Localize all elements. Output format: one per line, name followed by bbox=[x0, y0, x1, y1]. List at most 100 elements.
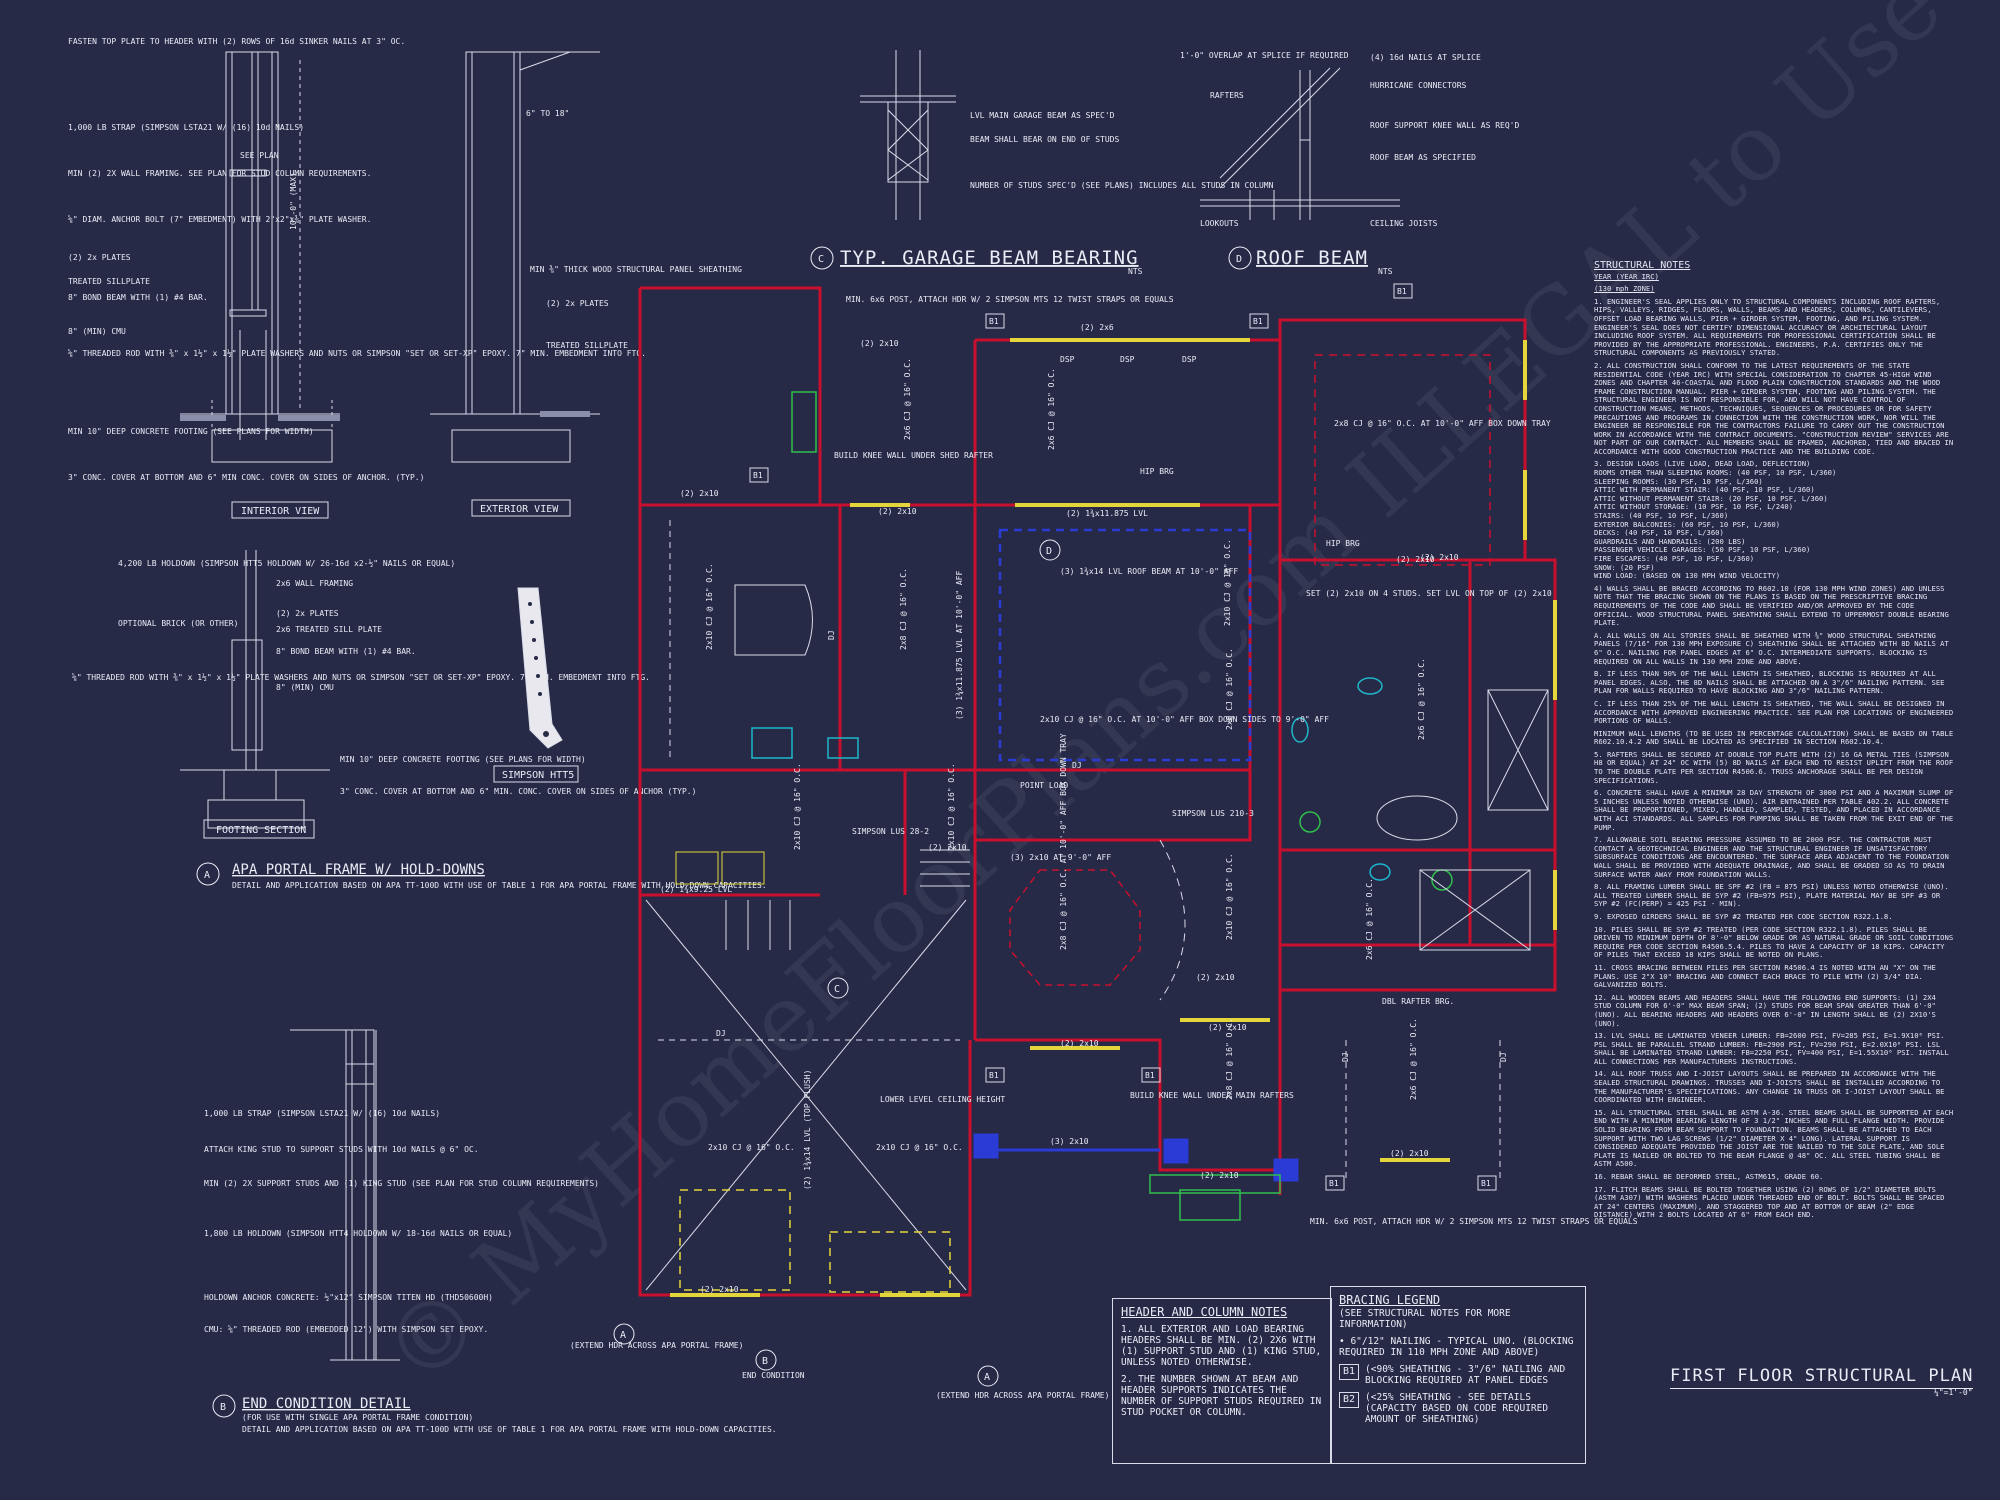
bracing-legend-subtitle: (SEE STRUCTURAL NOTES FOR MORE INFORMATI… bbox=[1339, 1308, 1511, 1330]
ev-note-3: TREATED SILLPLATE bbox=[546, 341, 628, 350]
ec-note-1: ATTACH KING STUD TO SUPPORT STUDS WITH 1… bbox=[204, 1145, 479, 1154]
cj-5: 2x10 CJ @ 16" O.C. bbox=[947, 763, 956, 850]
b1-tag-1 bbox=[985, 313, 1005, 329]
plan-bubble-c bbox=[827, 977, 849, 999]
range bbox=[751, 727, 793, 759]
iv-note-3: ⅝" DIAM. ANCHOR BOLT (7" EMBEDMENT) WITH… bbox=[68, 215, 371, 224]
load-4: ATTIC WITHOUT STORAGE: (10 PSF, 10 PSF, … bbox=[1594, 502, 1794, 512]
iv-note-max-height: 10'-0" (MAX) bbox=[289, 172, 298, 230]
svg-text:B1: B1 bbox=[989, 1071, 999, 1080]
apa-portal-title: A APA PORTAL FRAME W/ HOLD-DOWNS DETAIL … bbox=[196, 862, 767, 890]
hdr-10: (2) 2x10 bbox=[1200, 1171, 1239, 1180]
iv-note-0: FASTEN TOP PLATE TO HEADER WITH (2) ROWS… bbox=[68, 37, 405, 46]
sn-item-2: 3. DESIGN LOADS (LIVE LOAD, DEAD LOAD, D… bbox=[1594, 459, 1811, 469]
footing-block bbox=[207, 799, 305, 829]
sn-item2-8: 8. ALL FRAMING LUMBER SHALL BE SPF #2 (F… bbox=[1594, 882, 1949, 909]
octagon-tray bbox=[1009, 869, 1141, 986]
roof-beam-title: ROOF BEAM bbox=[1256, 247, 1368, 269]
cj-1: 2x6 CJ @ 16" O.C. bbox=[1047, 368, 1056, 450]
label-dsp-2: DSP bbox=[1120, 355, 1135, 364]
svg-text:B1: B1 bbox=[989, 317, 999, 326]
end-condition-title: END CONDITION DETAIL bbox=[242, 1396, 411, 1412]
sn-item-0: 1. ENGINEER'S SEAL APPLIES ONLY TO STRUC… bbox=[1594, 296, 1941, 358]
apa-detail-title: APA PORTAL FRAME W/ HOLD-DOWNS bbox=[232, 862, 485, 878]
iv-note-9: MIN 10" DEEP CONCRETE FOOTING (SEE PLANS… bbox=[68, 427, 314, 436]
fs-note-1: 2x6 WALL FRAMING bbox=[276, 579, 353, 588]
simpson-nail-holes bbox=[528, 602, 549, 737]
tray-right bbox=[1314, 354, 1491, 566]
end-condition-letter: B bbox=[220, 1402, 226, 1413]
iv-note-5: TREATED SILLPLATE bbox=[68, 277, 150, 286]
label-knee-wall-main: BUILD KNEE WALL UNDER MAIN RAFTERS bbox=[1130, 1091, 1294, 1100]
simpson-htt5-hardware bbox=[517, 587, 563, 749]
label-box-down-sides: 2x10 CJ @ 16" O.C. AT 10'-0" AFF BOX DOW… bbox=[1040, 715, 1329, 724]
load-7: DECKS: (40 PSF, 10 PSF, L/360) bbox=[1594, 528, 1724, 538]
floor-plan: MIN. 6x6 POST, ATTACH HDR W/ 2 SIMPSON M… bbox=[570, 283, 1638, 1400]
hdr-12: (2) 2x10 bbox=[1196, 973, 1235, 982]
fixture-steps bbox=[1179, 1189, 1241, 1221]
detail-exterior-view bbox=[430, 51, 600, 463]
detail-garage-beam bbox=[860, 50, 956, 220]
plan-detail-bubbles bbox=[613, 539, 1061, 1387]
hdr-9: (2) 2x10 bbox=[700, 1285, 739, 1294]
garage-beam-notes: LVL MAIN GARAGE BEAM AS SPEC'D BEAM SHAL… bbox=[810, 111, 1274, 276]
sn-item2-3: C. IF LESS THAN 25% OF THE WALL LENGTH I… bbox=[1594, 698, 1954, 726]
end-condition-desc-0: (FOR USE WITH SINGLE APA PORTAL FRAME CO… bbox=[242, 1413, 473, 1422]
label-garage-cj: 2x10 CJ @ 16" O.C. bbox=[708, 1143, 795, 1152]
label-dj-4: DJ bbox=[1341, 1052, 1350, 1062]
hdr-7: (2) 2x10 bbox=[1208, 1023, 1247, 1032]
label-dj-2: DJ bbox=[716, 1029, 726, 1038]
walls bbox=[638, 286, 1557, 1297]
cj-11: 2x10 CJ @ 16" O.C. bbox=[1223, 539, 1232, 626]
svg-text:A: A bbox=[984, 1372, 990, 1383]
load-12: WIND LOAD: (BASED ON 130 MPH WIND VELOCI… bbox=[1594, 571, 1781, 581]
sn-item2-13: 13. LVL SHALL BE LAMINATED VENEER LUMBER… bbox=[1594, 1031, 1949, 1066]
sn-item2-10: 10. PILES SHALL BE SYP #2 TREATED (PER C… bbox=[1594, 924, 1954, 960]
lav-3 bbox=[1369, 863, 1391, 881]
plan-bubble-d bbox=[1039, 539, 1061, 561]
interior-footing bbox=[211, 429, 333, 463]
gb-note-2: NUMBER OF STUDS SPEC'D (SEE PLANS) INCLU… bbox=[970, 181, 1274, 190]
sn-item2-5: 5. RAFTERS SHALL BE SECURED AT DOUBLE TO… bbox=[1594, 749, 1954, 785]
structural-notes-subtitle: YEAR (YEAR IRC) bbox=[1594, 271, 1659, 281]
hdr-11: (3) 2x10 bbox=[1050, 1137, 1089, 1146]
tub bbox=[1376, 795, 1458, 841]
plan-bubble-b bbox=[755, 1349, 777, 1371]
cj-7: 2x8 CJ @ 16" O.C. bbox=[1225, 1018, 1234, 1100]
end-condition-desc-1: DETAIL AND APPLICATION BASED ON APA TT-1… bbox=[242, 1425, 777, 1434]
label-dsp-1: DSP bbox=[1060, 355, 1075, 364]
fs-note-6: 8" (MIN) CMU bbox=[276, 683, 334, 692]
iv-note-see-plan: SEE PLAN bbox=[240, 151, 279, 160]
b1-tag-6 bbox=[1141, 1067, 1161, 1083]
label-tray-center: 2x8 CJ @ 16" O.C. AT 10'-0" AFF BOX DOWN… bbox=[1059, 733, 1068, 950]
bracing-legend-typical: • 6"/12" NAILING - TYPICAL UNO. (BLOCKIN… bbox=[1339, 1336, 1574, 1358]
hdr-0: (2) 2x10 bbox=[860, 339, 899, 348]
apa-detail-desc: DETAIL AND APPLICATION BASED ON APA TT-1… bbox=[232, 881, 767, 890]
label-dj-3: DJ bbox=[827, 630, 836, 640]
fs-note-0: 4,200 LB HOLDOWN (SIMPSON HTT5 HOLDOWN W… bbox=[118, 558, 455, 568]
fs-note-3: OPTIONAL BRICK (OR OTHER) bbox=[118, 619, 238, 628]
plan-scale: ¼"=1'-0" bbox=[1934, 1388, 1973, 1397]
sn-item2-2: B. IF LESS THAN 90% OF THE WALL LENGTH I… bbox=[1594, 669, 1945, 696]
iv-note-10: 3" CONC. COVER AT BOTTOM AND 6" MIN CONC… bbox=[68, 473, 424, 482]
bracing-legend-title: BRACING LEGEND bbox=[1339, 1293, 1441, 1307]
hdr-6: (2) 2x10 bbox=[1060, 1039, 1099, 1048]
end-condition-bubble bbox=[212, 1394, 236, 1418]
garage-beam-letter: C bbox=[818, 254, 824, 265]
b1-tag-5 bbox=[985, 1067, 1005, 1083]
svg-text:B1: B1 bbox=[1397, 287, 1407, 296]
bracing-text-b1: (<90% SHEATHING - 3"/6" NAILING AND BLOC… bbox=[1365, 1364, 1566, 1386]
rb-note-7: CEILING JOISTS bbox=[1370, 219, 1438, 228]
sn-item2-15: 15. ALL STRUCTURAL STEEL SHALL BE ASTM A… bbox=[1594, 1107, 1954, 1169]
fs-note-5: 8" BOND BEAM WITH (1) #4 BAR. bbox=[276, 647, 416, 656]
toilet-1 bbox=[1299, 811, 1321, 833]
sn-item2-9: 9. EXPOSED GIRDERS SHALL BE SYP #2 TREAT… bbox=[1594, 911, 1893, 921]
shower bbox=[1487, 689, 1549, 811]
hdr-1: (2) 2x6 bbox=[1080, 323, 1114, 332]
sn-item2-17: 17. FLITCH BEAMS SHALL BE BOLTED TOGETHE… bbox=[1594, 1184, 1945, 1220]
sn-item2-12: 12. ALL WOODEN BEAMS AND HEADERS SHALL H… bbox=[1594, 992, 1936, 1028]
gb-note-0: LVL MAIN GARAGE BEAM AS SPEC'D bbox=[970, 111, 1115, 120]
plan-title: FIRST FLOOR STRUCTURAL PLAN bbox=[1670, 1366, 1974, 1389]
headers bbox=[670, 338, 1557, 1297]
svg-text:B: B bbox=[762, 1356, 768, 1367]
